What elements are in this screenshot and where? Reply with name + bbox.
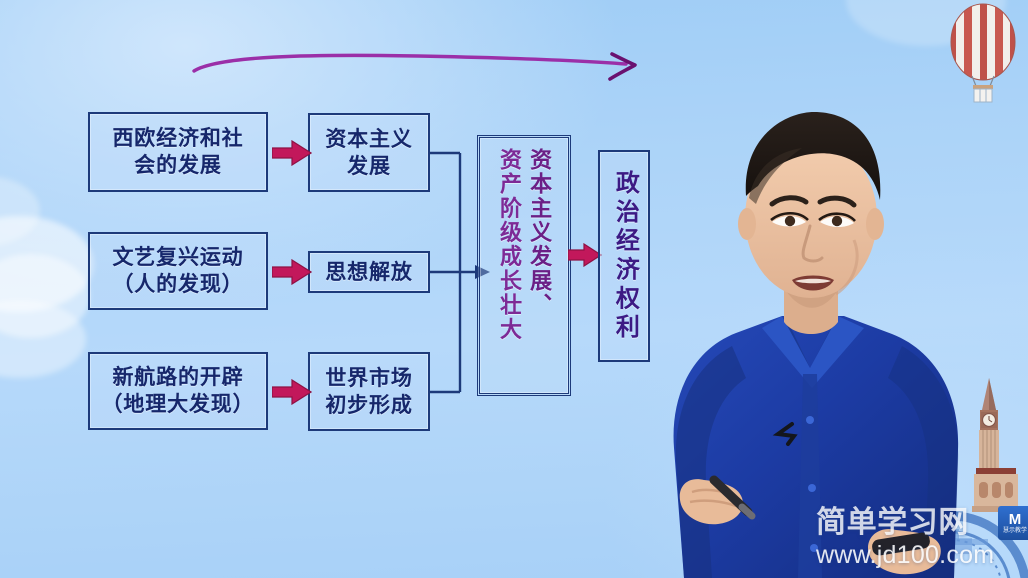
box-line: 文艺复兴运动 [112,245,244,270]
vertical-line-2: 资产阶级成长壮大 [497,148,522,342]
big-ben-tower-icon [972,378,1020,512]
box-line: （人的发现） [112,272,244,296]
box-line: 会的发展 [134,153,222,177]
concept-diagram: 西欧经济和社 会的发展 文艺复兴运动 （人的发现） 新航路的开辟 （地理大发现）… [88,52,650,431]
arrow-row1 [272,140,312,166]
diagram-box-new-routes[interactable]: 新航路的开辟 （地理大发现） [88,352,268,430]
arrow-final [568,243,602,267]
box-line: 发展 [347,153,391,178]
vertical-line-1: 资本主义发展、 [527,148,553,318]
box-line: 资本主义 [325,126,413,151]
box-line: 初步形成 [325,392,413,417]
hot-air-balloon-icon [950,3,1016,103]
box-line: 思想解放 [325,259,413,284]
box-line: 新航路的开辟 [112,365,244,390]
diagram-box-bourgeoisie-growth[interactable]: 资本主义发展、 资产阶级成长壮大 [477,135,571,396]
hand-drawn-sweep-arrow [192,52,637,81]
box-line: 世界市场 [325,365,413,390]
diagram-box-west-economy[interactable]: 西欧经济和社 会的发展 [88,112,268,192]
arrow-row2 [272,259,312,285]
diagram-box-political-economic-rights[interactable]: 政治经济权利 [598,150,650,362]
box-line: （地理大发现） [101,392,255,416]
box-line: 西欧经济和社 [112,126,244,151]
presenter-lecturer [673,112,959,578]
diagram-box-world-market[interactable]: 世界市场 初步形成 [308,352,430,431]
diagram-box-renaissance[interactable]: 文艺复兴运动 （人的发现） [88,232,268,310]
arrow-row3 [272,379,312,405]
diagram-box-mind-liberation[interactable]: 思想解放 [308,251,430,293]
diagram-box-capitalism-development[interactable]: 资本主义 发展 [308,113,430,192]
vertical-result-text: 政治经济权利 [611,169,638,343]
